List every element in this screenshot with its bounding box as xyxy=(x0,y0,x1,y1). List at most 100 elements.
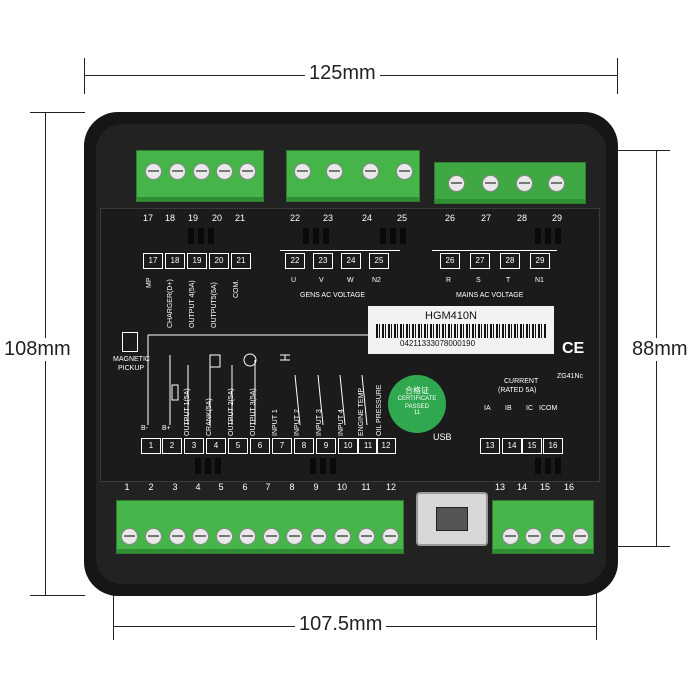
terminal-number: 14 xyxy=(516,482,527,492)
terminal-box: 13 xyxy=(480,438,500,454)
terminal-number: 28 xyxy=(516,213,527,223)
wiring-diagram xyxy=(147,334,370,426)
output2-label: OUTPUT 2(5A) xyxy=(228,388,235,436)
terminal-box: 6 xyxy=(250,438,270,454)
terminal-box: 25 xyxy=(369,253,389,269)
screw-icon xyxy=(334,528,351,545)
terminal-box: 15 xyxy=(522,438,542,454)
terminal-box: 18 xyxy=(165,253,185,269)
screw-icon xyxy=(193,163,210,180)
screw-icon xyxy=(169,163,186,180)
terminal-box: 11 xyxy=(358,438,378,454)
right-dimension-label: 88mm xyxy=(628,338,692,361)
screw-icon xyxy=(121,528,138,545)
terminal-number: 2 xyxy=(148,482,154,492)
left-dimension-tick-bottom xyxy=(30,595,85,596)
cert-line1: 合格证 xyxy=(405,386,429,395)
vent-slot xyxy=(535,458,541,474)
terminal-number: 7 xyxy=(265,482,271,492)
ce-mark: CE xyxy=(562,340,585,357)
screw-icon xyxy=(239,528,256,545)
phase-label: N2 xyxy=(372,277,381,284)
oil-pressure-label: OIL PRESSURE xyxy=(376,384,383,436)
screw-icon xyxy=(169,528,186,545)
terminal-number: 27 xyxy=(480,213,491,223)
terminal-block-13-16 xyxy=(492,500,594,554)
terminal-number: 24 xyxy=(361,213,372,223)
cert-line3: PASSED xyxy=(405,404,429,410)
input1-label: INPUT 1 xyxy=(272,409,279,436)
screw-icon xyxy=(216,528,233,545)
input3-label: INPUT 3 xyxy=(316,409,323,436)
terminal-box: 1 xyxy=(141,438,161,454)
crank-label: CRANK(5A) xyxy=(206,398,213,436)
screw-icon xyxy=(145,163,162,180)
terminal-number: 10 xyxy=(336,482,347,492)
magnetic-label: MAGNETIC xyxy=(113,356,150,363)
usb-port[interactable] xyxy=(416,492,488,546)
vent-slot xyxy=(198,228,204,244)
b-minus-label: B- xyxy=(141,425,148,432)
terminal-box: 21 xyxy=(231,253,251,269)
pickup-label: PICKUP xyxy=(118,365,145,372)
vent-slot xyxy=(303,228,309,244)
mp-label: MP xyxy=(146,277,153,289)
left-dimension-tick-top xyxy=(30,112,85,113)
screw-icon xyxy=(549,528,566,545)
terminal-number: 25 xyxy=(396,213,407,223)
terminal-box: 16 xyxy=(543,438,563,454)
usb-port-cavity xyxy=(436,507,468,531)
mains-bracket xyxy=(432,250,557,251)
current-phase: ICOM xyxy=(539,405,558,412)
current-phase: IB xyxy=(505,405,512,412)
vent-slot xyxy=(535,228,541,244)
vent-slot xyxy=(215,458,221,474)
vent-slot xyxy=(208,228,214,244)
top-dimension-tick-right xyxy=(617,58,618,94)
screw-icon xyxy=(448,175,465,192)
screw-icon xyxy=(239,163,256,180)
output4-label: OUTPUT 4(5A) xyxy=(189,280,196,328)
terminal-number: 18 xyxy=(164,213,175,223)
left-dimension-label: 108mm xyxy=(0,338,75,361)
vent-slot xyxy=(320,458,326,474)
terminal-number: 20 xyxy=(211,213,222,223)
output3-label: OUTPUT 3(5A) xyxy=(250,388,257,436)
terminal-box: 2 xyxy=(162,438,182,454)
terminal-box: 23 xyxy=(313,253,333,269)
vent-slot xyxy=(188,228,194,244)
screw-icon xyxy=(572,528,589,545)
vent-slot xyxy=(545,458,551,474)
model-code: ZG41Nc xyxy=(557,373,584,380)
terminal-number: 3 xyxy=(172,482,178,492)
terminal-box: 5 xyxy=(228,438,248,454)
bottom-dimension-tick-left xyxy=(113,555,114,640)
vent-slot xyxy=(323,228,329,244)
screw-icon xyxy=(396,163,413,180)
terminal-box: 22 xyxy=(285,253,305,269)
terminal-number: 19 xyxy=(187,213,198,223)
screw-icon xyxy=(362,163,379,180)
com-label: COM. xyxy=(233,279,240,298)
gens-bracket xyxy=(280,250,400,251)
terminal-number: 12 xyxy=(385,482,396,492)
phase-label: T xyxy=(506,277,511,284)
terminal-number: 22 xyxy=(289,213,300,223)
terminal-number: 13 xyxy=(494,482,505,492)
input4-label: INPUT 4 xyxy=(338,409,345,436)
terminal-box: 26 xyxy=(440,253,460,269)
b-plus-label: B+ xyxy=(162,425,171,432)
phase-label: S xyxy=(476,277,481,284)
terminal-block-1-12 xyxy=(116,500,404,554)
vent-slot xyxy=(313,228,319,244)
terminal-number: 1 xyxy=(124,482,130,492)
terminal-number: 21 xyxy=(234,213,245,223)
screw-icon xyxy=(310,528,327,545)
vent-slot xyxy=(195,458,201,474)
phase-label: W xyxy=(347,277,354,284)
terminal-box: 29 xyxy=(530,253,550,269)
terminal-box: 19 xyxy=(187,253,207,269)
screw-icon xyxy=(326,163,343,180)
screw-icon xyxy=(263,528,280,545)
terminal-number: 6 xyxy=(242,482,248,492)
